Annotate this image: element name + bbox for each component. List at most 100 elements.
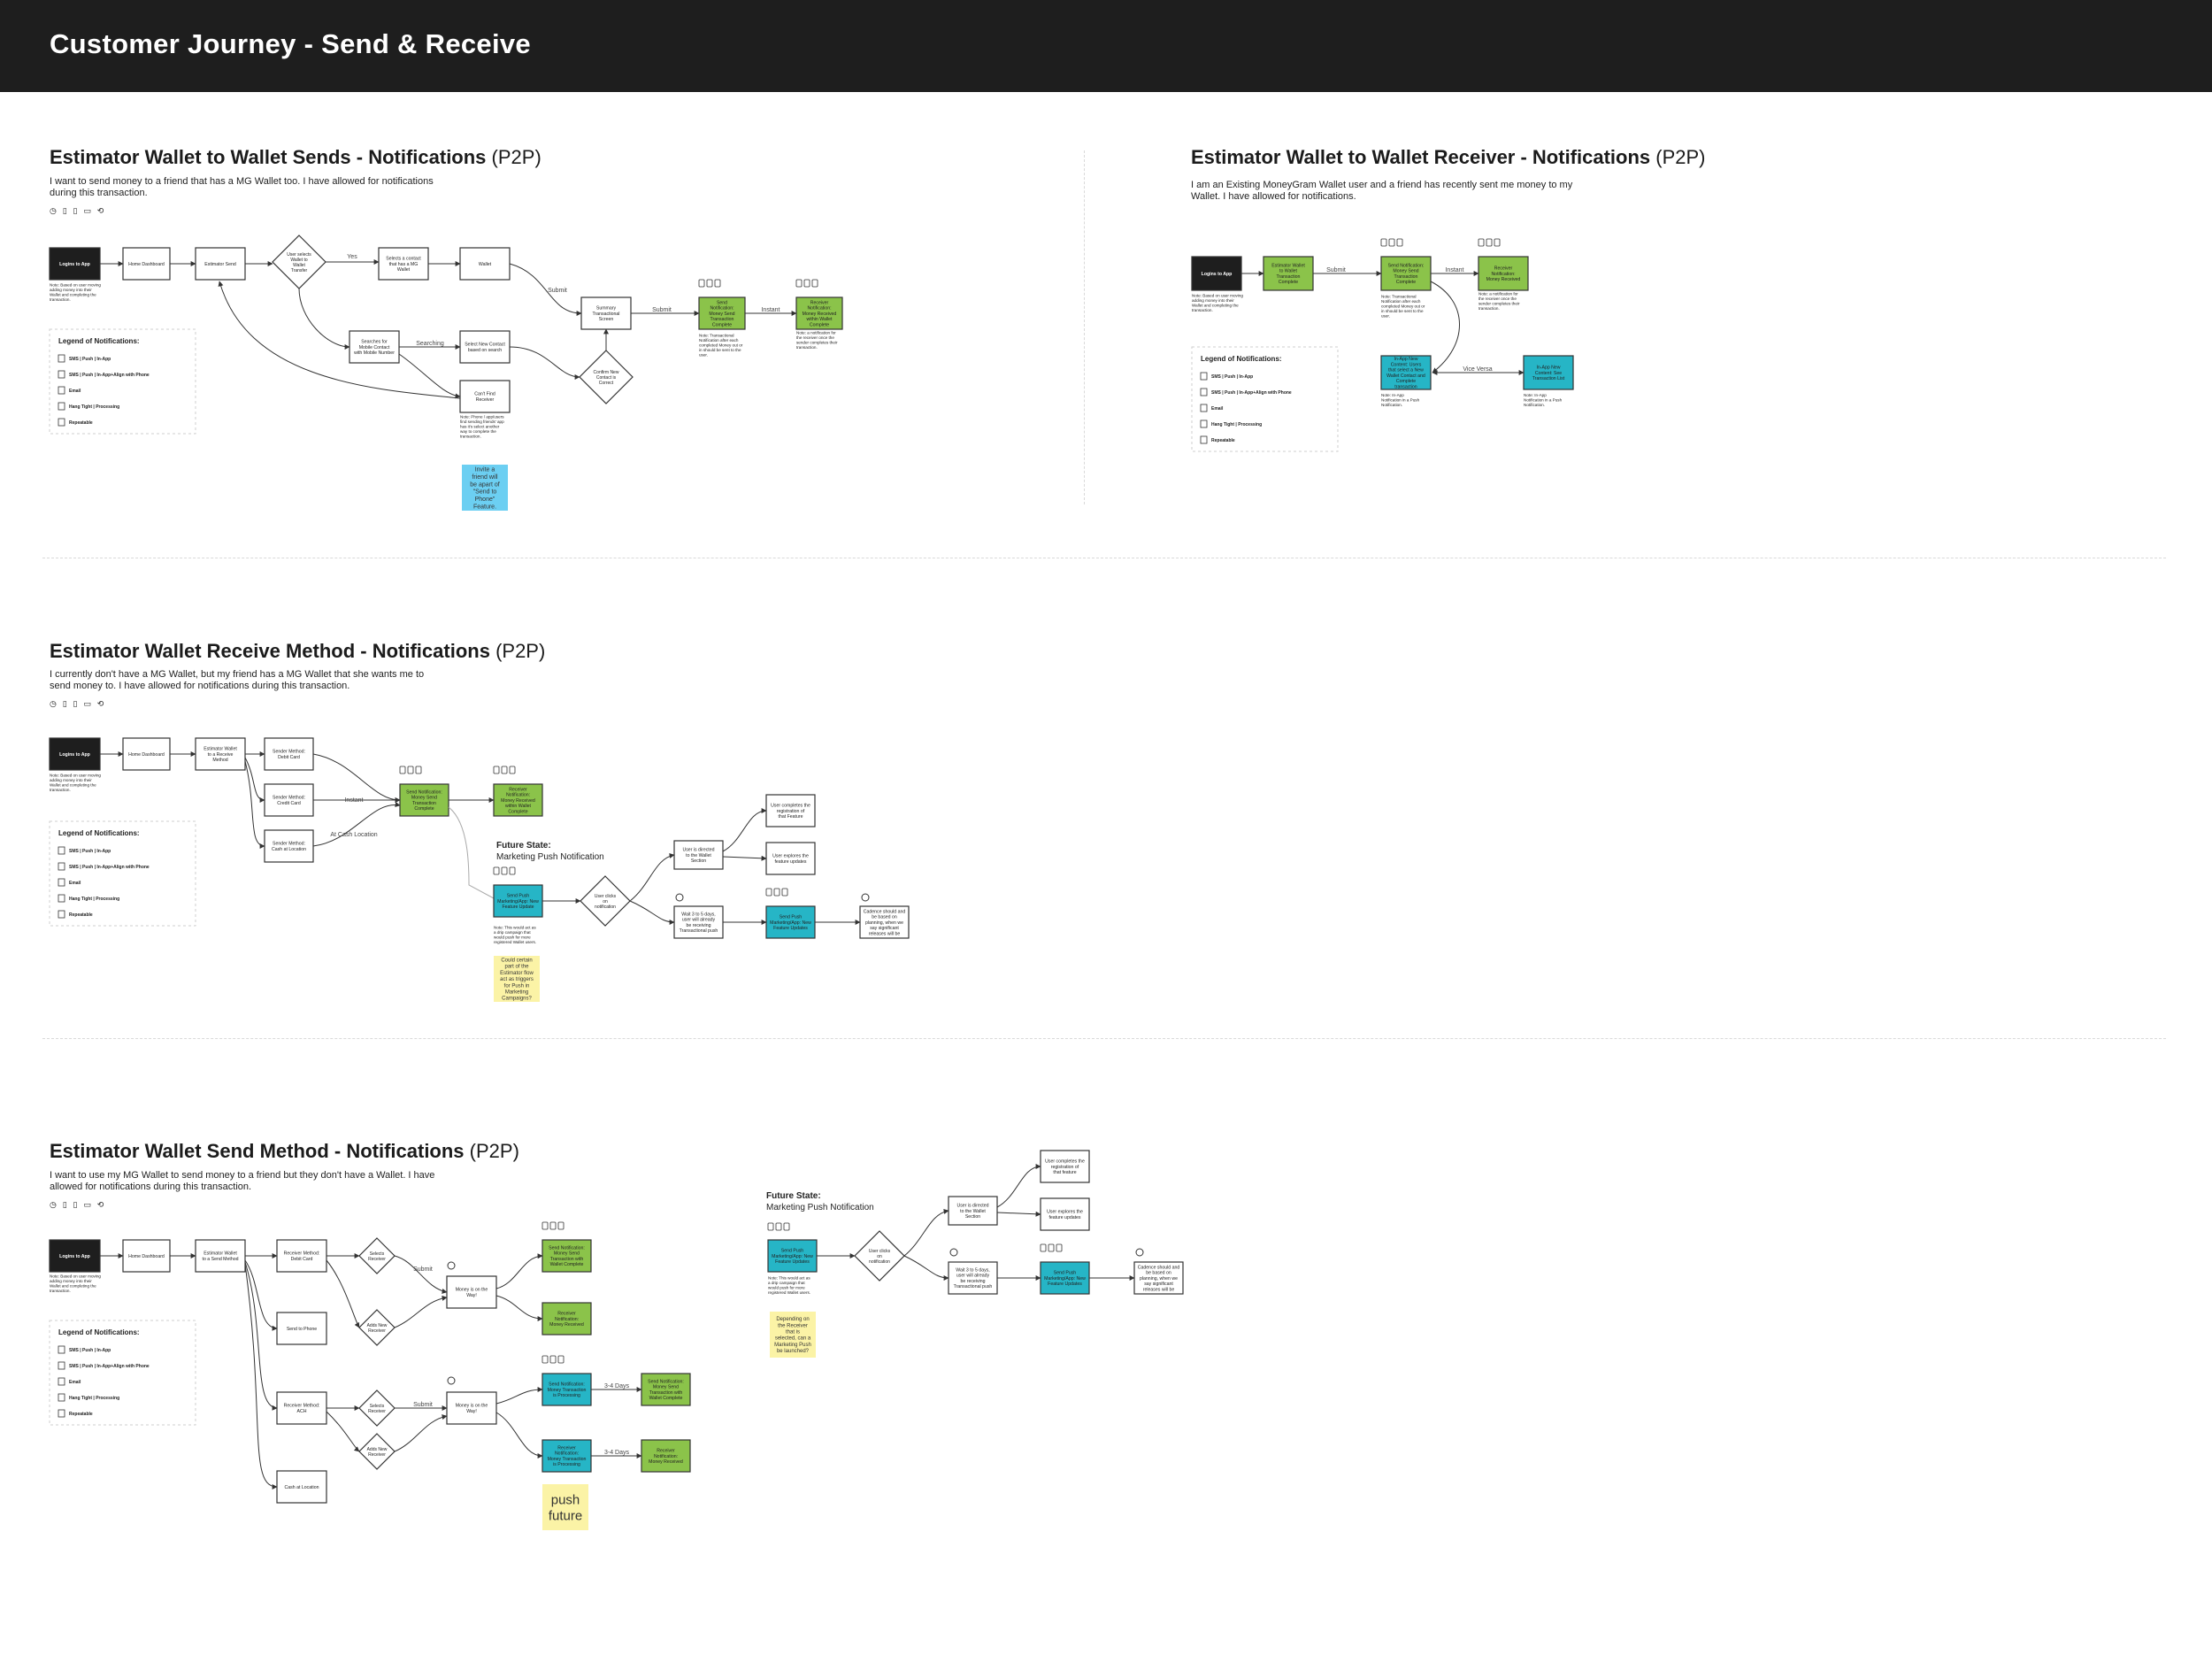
- device-icon: [1486, 238, 1493, 247]
- flow-arrow: [509, 263, 582, 316]
- node-select-contact: [378, 247, 429, 281]
- legend-item: Email: [1211, 406, 1224, 412]
- node-cadence: [859, 905, 910, 939]
- page-title: Customer Journey - Send & Receive: [50, 28, 531, 59]
- future-state-subtitle: Marketing Push Notification: [496, 852, 604, 862]
- repeat-icon: [58, 910, 65, 919]
- legend-item: Email: [69, 881, 81, 886]
- device-icon: [795, 279, 803, 288]
- phone-icon: [58, 1345, 65, 1354]
- node-login: [49, 1239, 101, 1273]
- clock-icon: [861, 893, 870, 902]
- node-label: Home Dashboard: [128, 262, 165, 267]
- future-state-title: Future State:: [766, 1191, 821, 1201]
- node-inapp-transactions: [1523, 355, 1574, 390]
- node-marketing-push-2: [765, 905, 816, 939]
- section-title-send-method: Estimator Wallet Send Method - Notificat…: [50, 1140, 519, 1163]
- device-icon: [407, 766, 414, 774]
- edge-label: 3-4 Days: [604, 1383, 630, 1389]
- legend-item: Email: [69, 1380, 81, 1385]
- node-label: Receiver Method:ACH: [284, 1404, 320, 1414]
- legend-item: Hang Tight | Processing: [69, 1396, 119, 1401]
- device-icon: [765, 888, 772, 897]
- flow-arrow: [312, 753, 401, 803]
- edge-label: Instant: [1445, 267, 1463, 273]
- future-state-title: Future State:: [496, 841, 551, 851]
- flow-arrow: [903, 1255, 949, 1281]
- flow-arrow: [394, 1295, 448, 1328]
- title-tag: (P2P): [495, 640, 546, 662]
- node-new-contact: [459, 330, 511, 364]
- device-icon: [557, 1355, 565, 1364]
- device-icon: [811, 279, 818, 288]
- node-completes-registration: [765, 794, 816, 828]
- legend-box: [49, 328, 196, 435]
- monitor-icon: [58, 878, 65, 887]
- section-title-receive-method: Estimator Wallet Receive Method - Notifi…: [50, 640, 545, 663]
- legend-item: SMS | Push | In-App+Align with Phone: [69, 865, 150, 870]
- legend-item: Repeatable: [69, 420, 93, 426]
- node-label: Send to Phone: [287, 1327, 317, 1332]
- device-icon: [1380, 238, 1387, 247]
- clock-icon: [58, 894, 65, 903]
- watch-icon: [58, 862, 65, 871]
- section-divider: [42, 1038, 2166, 1039]
- vertical-divider: [1084, 150, 1085, 504]
- legend-item: Repeatable: [1211, 438, 1235, 443]
- device-icon: [714, 279, 721, 288]
- title-text: Estimator Wallet Send Method - Notificat…: [50, 1140, 465, 1162]
- legend-title: Legend of Notifications:: [58, 1328, 140, 1336]
- node-send-processing: [541, 1373, 592, 1406]
- section-title-receiver: Estimator Wallet to Wallet Receiver - No…: [1191, 146, 1706, 169]
- flow-arrow: [722, 808, 767, 852]
- node-debit-card: [264, 737, 314, 771]
- title-tag: (P2P): [469, 1140, 519, 1162]
- edge-label: 3-4 Days: [604, 1450, 630, 1456]
- flow-arrow: [495, 1295, 543, 1321]
- flow-arrow: [495, 1387, 543, 1405]
- legend-item: SMS | Push | In-App+Align with Phone: [69, 373, 150, 378]
- edge-label: Yes: [347, 254, 357, 260]
- node-send-notification: [399, 783, 449, 817]
- legend-item: Hang Tight | Processing: [69, 897, 119, 902]
- node-inapp-new-contact: [1380, 355, 1432, 390]
- node-search-contact: [349, 330, 400, 364]
- flow-arrow: [495, 1253, 543, 1289]
- device-icon: [557, 1221, 565, 1230]
- watch-icon: [58, 370, 65, 379]
- repeat-icon: [58, 1409, 65, 1418]
- top-bar: Customer Journey - Send & Receive: [0, 0, 2212, 92]
- decision-user-clicks: [854, 1230, 905, 1282]
- edge-label: Submit: [652, 307, 672, 313]
- device-icon: [698, 279, 705, 288]
- device-icon: [501, 766, 508, 774]
- legend-item: Repeatable: [69, 912, 93, 918]
- clock-icon: [58, 1393, 65, 1402]
- device-icon: [706, 279, 713, 288]
- decision-confirm: [579, 350, 634, 404]
- device-icon: [493, 866, 500, 875]
- section-desc-send-method: I want to use my MG Wallet to send money…: [50, 1170, 435, 1192]
